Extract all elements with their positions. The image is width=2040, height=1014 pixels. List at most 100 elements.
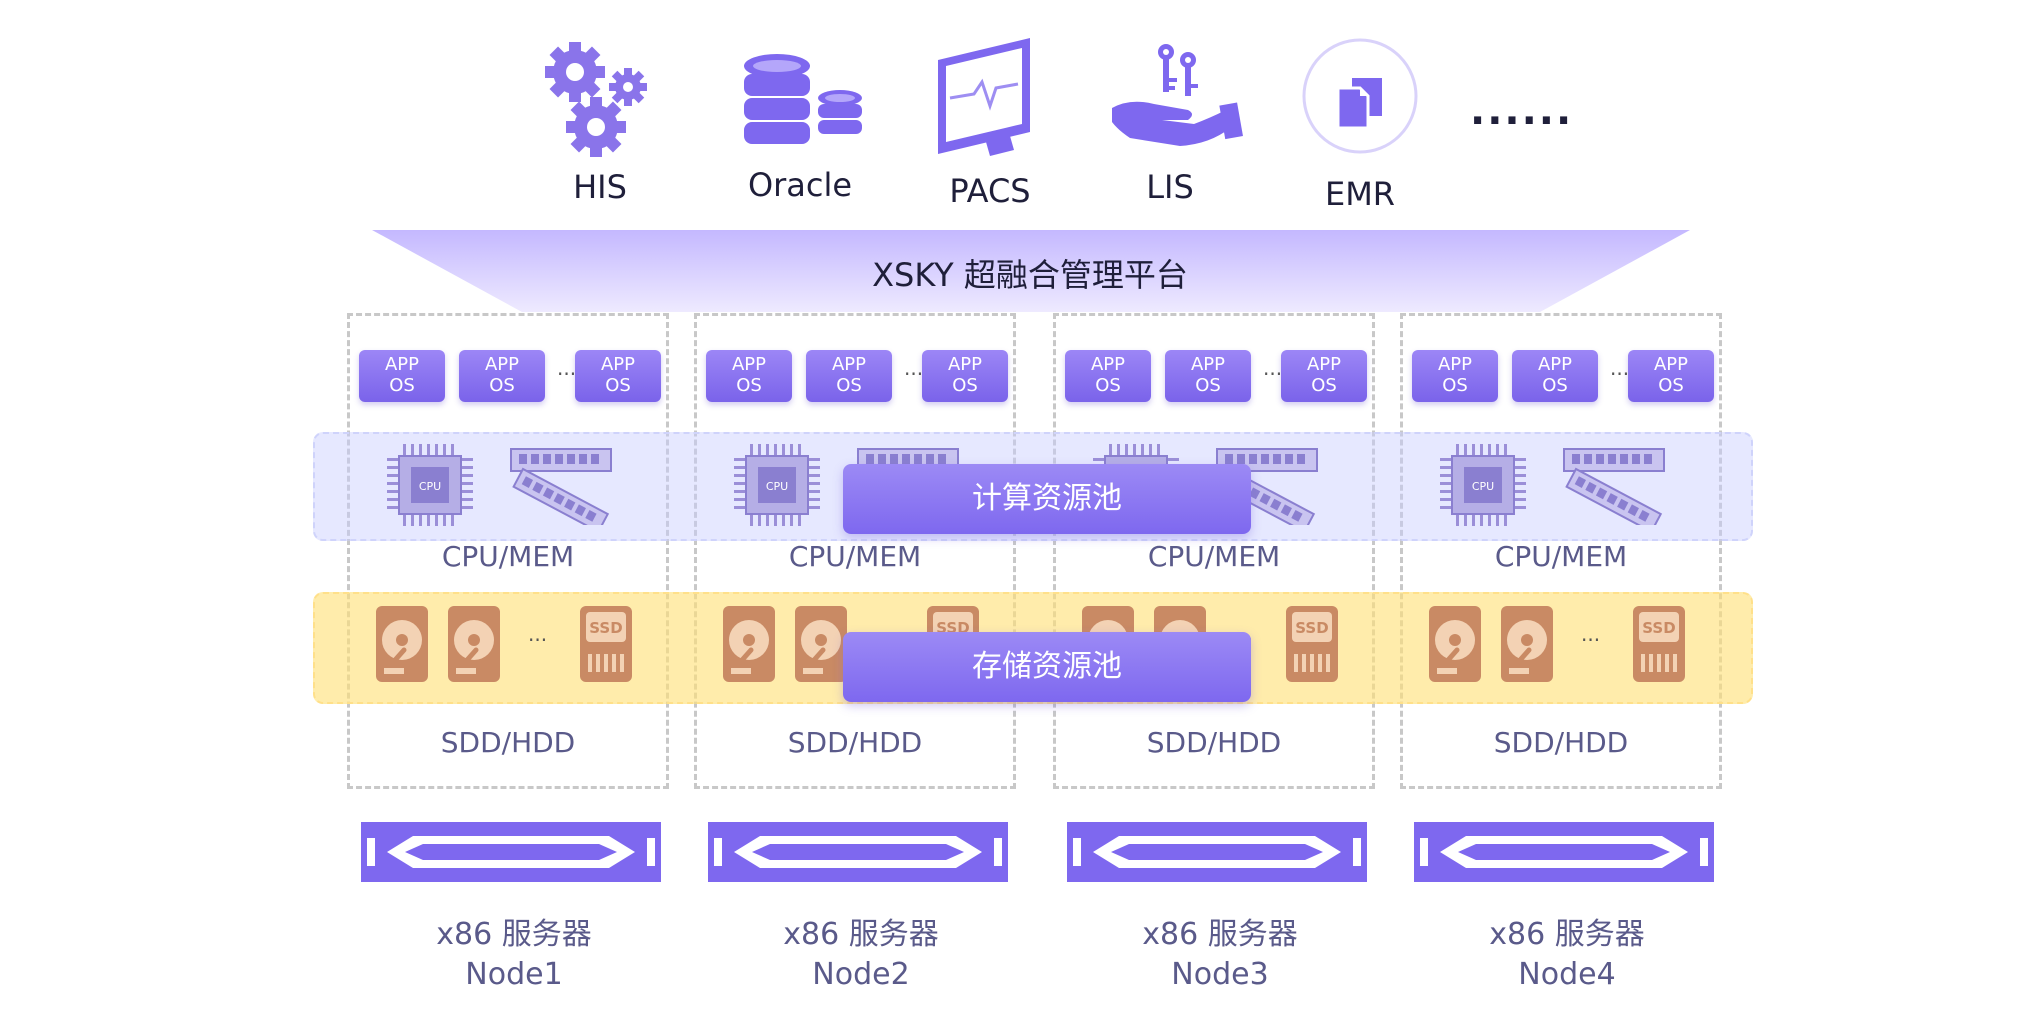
- disk-ellipsis: ...: [1581, 622, 1601, 646]
- node-name-label: Node1: [465, 957, 563, 992]
- disk-label: SDD/HDD: [1493, 726, 1629, 759]
- disk-label: SDD/HDD: [440, 726, 576, 759]
- vm-ellipsis: ...: [904, 356, 924, 380]
- app-oracle: Oracle: [700, 30, 900, 220]
- app-label: LIS: [1146, 168, 1194, 206]
- server-type-label: x86 服务器: [1142, 917, 1298, 952]
- platform-banner: [372, 230, 1690, 312]
- platform-label: XSKY 超融合管理平台: [872, 256, 1188, 294]
- hand-keys-icon: [1112, 44, 1243, 146]
- monitor-icon: [938, 38, 1030, 156]
- app-pacs: PACS: [890, 30, 1090, 220]
- vm-app-label: APP: [484, 354, 520, 375]
- cpu-chip-icon: CPU: [1440, 444, 1526, 526]
- server-name: x86 服务器 Node2: [700, 915, 1022, 995]
- server-type-label: x86 服务器: [783, 917, 939, 952]
- app-lis: LIS: [1070, 30, 1270, 220]
- vm-ellipsis: ...: [1610, 356, 1630, 380]
- disk-ellipsis: ...: [528, 622, 548, 646]
- server-icon: [361, 822, 661, 882]
- vm-os-label: OS: [389, 375, 415, 396]
- vm-os-label: OS: [1658, 375, 1684, 396]
- vm-os-label: OS: [489, 375, 515, 396]
- node-frame-4: [1400, 313, 1722, 789]
- ssd-text: SSD: [589, 619, 622, 637]
- server-icon: [708, 822, 1008, 882]
- database-icon: [744, 54, 862, 144]
- vm-os-label: OS: [1195, 375, 1221, 396]
- vm-os-label: OS: [736, 375, 762, 396]
- vm-app-label: APP: [1653, 354, 1689, 375]
- hdd-icon: [448, 606, 500, 682]
- memory-icon: [510, 448, 612, 525]
- vm-app-label: APP: [1537, 354, 1573, 375]
- vm-app-label: APP: [947, 354, 983, 375]
- vm-os-label: OS: [1095, 375, 1121, 396]
- memory-icon: [1563, 448, 1665, 525]
- ssd-text: SSD: [1642, 619, 1675, 637]
- app-emr: EMR: [1260, 30, 1460, 220]
- hdd-icon: [376, 606, 428, 682]
- cpu-chip-icon: CPU: [734, 444, 820, 526]
- server-type-label: x86 服务器: [1489, 917, 1645, 952]
- vm-app-label: APP: [1190, 354, 1226, 375]
- ssd-icon: SSD: [580, 606, 632, 682]
- server-name: x86 服务器 Node3: [1059, 915, 1381, 995]
- cpu-chip-text: CPU: [1472, 480, 1494, 493]
- app-label: EMR: [1324, 175, 1396, 213]
- cpu-chip-text: CPU: [766, 480, 788, 493]
- vm-ellipsis: ...: [1263, 356, 1283, 380]
- node-frame-3: [1053, 313, 1375, 789]
- server-type-label: x86 服务器: [436, 917, 592, 952]
- hdd-icon: [795, 606, 847, 682]
- storage-pool-label: 存储资源池: [843, 632, 1251, 702]
- app-label: HIS: [573, 168, 627, 206]
- gears-icon: [545, 42, 647, 157]
- cpu-mem-label: CPU/MEM: [1147, 540, 1281, 573]
- node-frame-2: [694, 313, 1016, 789]
- vm-os-label: OS: [1442, 375, 1468, 396]
- vm-app-label: APP: [731, 354, 767, 375]
- server-name: x86 服务器 Node1: [353, 915, 675, 995]
- compute-pool-label: 计算资源池: [843, 464, 1251, 534]
- hdd-icon: [1429, 606, 1481, 682]
- node-name-label: Node2: [812, 957, 910, 992]
- vm-os-label: OS: [836, 375, 862, 396]
- vm-app-label: APP: [1090, 354, 1126, 375]
- node-name-label: Node4: [1518, 957, 1616, 992]
- cpu-chip-text: CPU: [419, 480, 441, 493]
- app-his: HIS: [500, 30, 700, 220]
- app-label: Oracle: [747, 166, 853, 204]
- node-frame-1: [347, 313, 669, 789]
- server-icon: [1414, 822, 1714, 882]
- disk-label: SDD/HDD: [787, 726, 923, 759]
- vm-os-label: OS: [1542, 375, 1568, 396]
- ssd-icon: SSD: [1286, 606, 1338, 682]
- disk-label: SDD/HDD: [1146, 726, 1282, 759]
- hdd-icon: [723, 606, 775, 682]
- vm-app-label: APP: [384, 354, 420, 375]
- more-apps-ellipsis: ......: [1470, 88, 1574, 134]
- vm-os-label: OS: [605, 375, 631, 396]
- ssd-text: SSD: [1295, 619, 1328, 637]
- node-name-label: Node3: [1171, 957, 1269, 992]
- app-label: PACS: [949, 172, 1031, 210]
- server-name: x86 服务器 Node4: [1406, 915, 1728, 995]
- vm-os-label: OS: [952, 375, 978, 396]
- cpu-chip-icon: CPU: [387, 444, 473, 526]
- documents-icon: [1302, 38, 1418, 154]
- cpu-mem-label: CPU/MEM: [441, 540, 575, 573]
- cpu-mem-label: CPU/MEM: [1494, 540, 1628, 573]
- hdd-icon: [1501, 606, 1553, 682]
